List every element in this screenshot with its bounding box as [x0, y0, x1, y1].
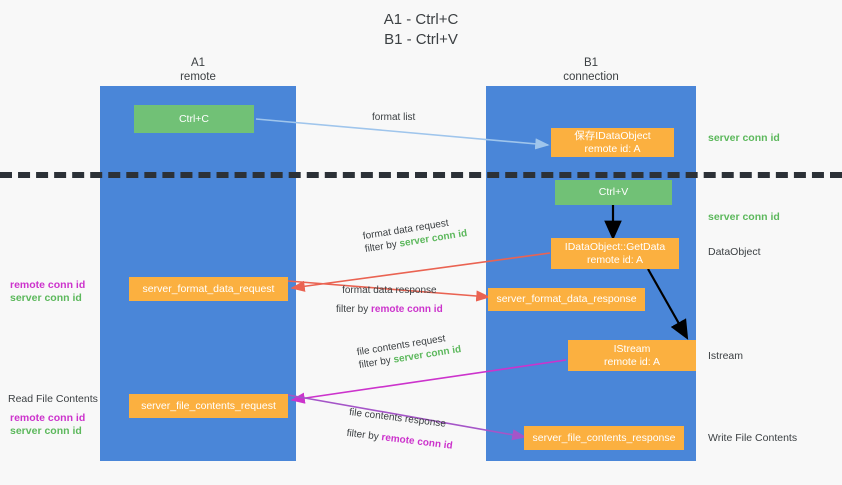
box-save-idataobject[interactable]: 保存IDataObject remote id: A: [551, 128, 674, 157]
box-istream-line1: IStream: [613, 342, 651, 355]
page-title: A1 - Ctrl+C B1 - Ctrl+V: [0, 10, 842, 50]
edge-label-format-list: format list: [372, 111, 415, 124]
annotation-server-conn-id-mid: server conn id: [708, 211, 780, 223]
box-server-file-contents-request[interactable]: server_file_contents_request: [129, 394, 288, 418]
annotation-server-conn-id-2: server conn id: [10, 425, 82, 437]
box-server-format-data-response[interactable]: server_format_data_response: [488, 288, 645, 311]
box-istream-line2: remote id: A: [603, 355, 661, 368]
box-save-idataobject-line2: remote id: A: [584, 142, 641, 155]
box-server-file-contents-request-label: server_file_contents_request: [141, 399, 276, 412]
annotation-istream: Istream: [708, 350, 744, 362]
fcres-filter-value: remote conn id: [380, 432, 454, 452]
annotation-remote-conn-id-2: remote conn id: [10, 412, 86, 424]
annotation-read-file-contents: Read File Contents: [8, 393, 98, 405]
annotation-remote-conn-id-1: remote conn id: [10, 279, 86, 291]
annotation-server-conn-id-top: server conn id: [708, 132, 780, 144]
fdres-filter-value: remote conn id: [371, 304, 443, 315]
lane-a1-sub: remote: [180, 70, 216, 83]
edge-label-file-contents-request: file contents request filter by server c…: [356, 330, 462, 372]
edge-label-format-data-request: format data request filter by server con…: [362, 214, 468, 256]
box-ctrl-c[interactable]: Ctrl+C: [134, 105, 254, 133]
fcres-filter-prefix: filter by: [345, 427, 383, 444]
box-server-format-data-request[interactable]: server_format_data_request: [129, 277, 288, 301]
box-idataobject-getdata[interactable]: IDataObject::GetData remote id: A: [551, 238, 679, 269]
phase-divider: [0, 172, 842, 178]
annotation-server-conn-id-1: server conn id: [10, 292, 82, 304]
edge-label-format-data-response-text: format data response: [342, 285, 437, 296]
edge-label-file-contents-response: file contents response filter by remote …: [346, 406, 456, 453]
lane-b1-sub: connection: [563, 70, 619, 83]
title-line-1: A1 - Ctrl+C: [383, 11, 459, 28]
edge-label-format-list-text: format list: [372, 112, 416, 123]
box-ctrl-v-label: Ctrl+V: [598, 186, 629, 198]
box-idataobject-getdata-line2: remote id: A: [586, 253, 644, 266]
annotation-dataobject: DataObject: [708, 246, 761, 258]
box-save-idataobject-line1: 保存IDataObject: [574, 129, 651, 142]
lane-b1-name: B1: [583, 57, 599, 69]
lane-header-b1: B1 connection: [486, 57, 696, 84]
fdres-filter-prefix: filter by: [336, 304, 372, 315]
box-ctrl-v[interactable]: Ctrl+V: [555, 180, 672, 205]
annotation-write-file-contents: Write File Contents: [708, 432, 798, 444]
box-server-format-data-response-label: server_format_data_response: [496, 293, 637, 305]
edge-label-file-contents-response-filter: filter by remote conn id: [346, 427, 453, 453]
title-line-2: B1 - Ctrl+V: [384, 31, 458, 48]
box-server-file-contents-response-label: server_file_contents_response: [532, 431, 676, 444]
box-idataobject-getdata-line1: IDataObject::GetData: [564, 240, 666, 253]
box-server-format-data-request-label: server_format_data_request: [142, 282, 275, 295]
lane-header-a1: A1 remote: [100, 57, 296, 84]
box-server-file-contents-response[interactable]: server_file_contents_response: [524, 426, 684, 450]
lane-a1-name: A1: [190, 57, 206, 69]
edge-label-format-data-response-filter: filter by remote conn id: [336, 303, 443, 316]
box-ctrl-c-label: Ctrl+C: [178, 112, 210, 125]
box-istream[interactable]: IStream remote id: A: [568, 340, 696, 371]
edge-label-format-data-response: format data response filter by remote co…: [336, 284, 443, 316]
